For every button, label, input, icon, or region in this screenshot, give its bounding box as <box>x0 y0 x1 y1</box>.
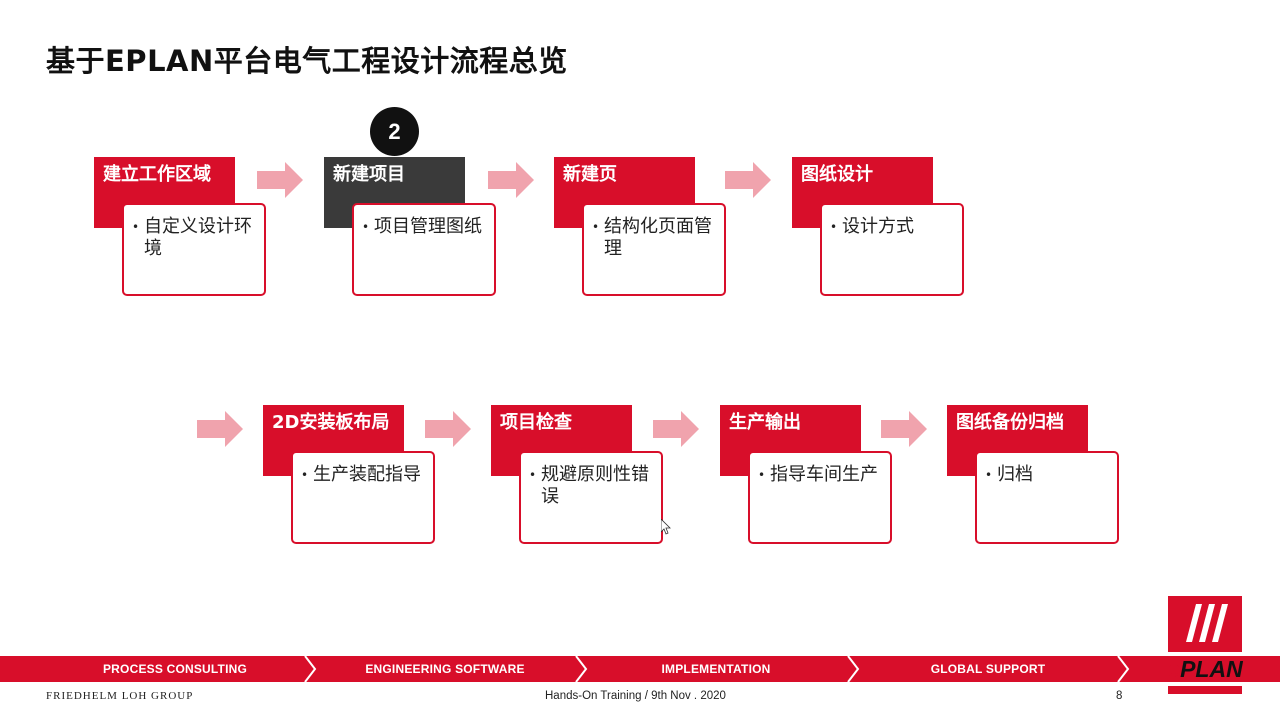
logo-mark <box>1168 596 1242 652</box>
process-step-card[interactable]: 图纸备份归档 • 归档 <box>947 405 1119 545</box>
chevron-right-icon <box>575 656 588 682</box>
process-step-card[interactable]: 2D安装板布局 • 生产装配指导 <box>263 405 435 545</box>
bullet-icon: • <box>132 220 140 234</box>
slide-title: 基于EPLAN平台电气工程设计流程总览 <box>46 44 568 78</box>
band-label-process-consulting: PROCESS CONSULTING <box>102 662 248 676</box>
step-description: 规避原则性错误 <box>541 464 649 507</box>
step-description-box: • 结构化页面管理 <box>582 203 726 296</box>
step-description-box: • 归档 <box>975 451 1119 544</box>
step-description: 设计方式 <box>842 216 914 237</box>
step-description-box: • 自定义设计环境 <box>122 203 266 296</box>
step-description-box: • 设计方式 <box>820 203 964 296</box>
flow-arrow-icon <box>488 162 534 198</box>
bullet-icon: • <box>362 220 370 234</box>
step-description: 结构化页面管理 <box>604 216 712 259</box>
footer-event-date: Hands-On Training / 9th Nov . 2020 <box>545 690 726 702</box>
bullet-icon: • <box>830 220 838 234</box>
step-description: 归档 <box>997 464 1033 485</box>
step-description-box: • 项目管理图纸 <box>352 203 496 296</box>
logo-wordmark: ePLAN <box>1167 656 1243 682</box>
company-name: FRIEDHELM LOH GROUP <box>46 690 194 702</box>
process-step-card[interactable]: 建立工作区域 • 自定义设计环境 <box>94 157 266 297</box>
band-label-engineering-software: ENGINEERING SOFTWARE <box>365 662 525 676</box>
logo-underline <box>1168 686 1242 694</box>
step-description-box: • 指导车间生产 <box>748 451 892 544</box>
process-step-card-active[interactable]: 新建项目 • 项目管理图纸 <box>324 157 496 297</box>
bullet-icon: • <box>592 220 600 234</box>
chevron-right-icon <box>304 656 317 682</box>
page-number: 8 <box>1116 690 1123 702</box>
step-description-box: • 规避原则性错误 <box>519 451 663 544</box>
footer-service-band: PROCESS CONSULTING ENGINEERING SOFTWARE … <box>0 656 1280 682</box>
bullet-icon: • <box>985 468 993 482</box>
step-description: 自定义设计环境 <box>144 216 252 259</box>
flow-arrow-icon <box>425 411 471 447</box>
flow-arrow-icon <box>725 162 771 198</box>
chevron-right-icon <box>847 656 860 682</box>
logo-stripes-icon <box>1186 604 1228 642</box>
process-step-card[interactable]: 新建页 • 结构化页面管理 <box>554 157 726 297</box>
flow-arrow-icon <box>257 162 303 198</box>
process-step-card[interactable]: 项目检查 • 规避原则性错误 <box>491 405 663 545</box>
eplan-logo: ePLAN <box>1166 596 1244 700</box>
band-label-implementation: IMPLEMENTATION <box>661 662 771 676</box>
step-description-box: • 生产装配指导 <box>291 451 435 544</box>
flow-arrow-icon <box>197 411 243 447</box>
process-step-card[interactable]: 图纸设计 • 设计方式 <box>792 157 964 297</box>
bullet-icon: • <box>301 468 309 482</box>
mouse-cursor-icon <box>661 519 671 535</box>
band-label-global-support: GLOBAL SUPPORT <box>930 662 1046 676</box>
flow-arrow-icon <box>653 411 699 447</box>
step-description: 项目管理图纸 <box>374 216 482 237</box>
step-description: 生产装配指导 <box>313 464 421 485</box>
bullet-icon: • <box>529 468 537 482</box>
flow-arrow-icon <box>881 411 927 447</box>
step-description: 指导车间生产 <box>770 464 878 485</box>
bullet-icon: • <box>758 468 766 482</box>
process-step-card[interactable]: 生产输出 • 指导车间生产 <box>720 405 892 545</box>
step-number-badge: 2 <box>370 107 419 156</box>
chevron-right-icon <box>1117 656 1130 682</box>
